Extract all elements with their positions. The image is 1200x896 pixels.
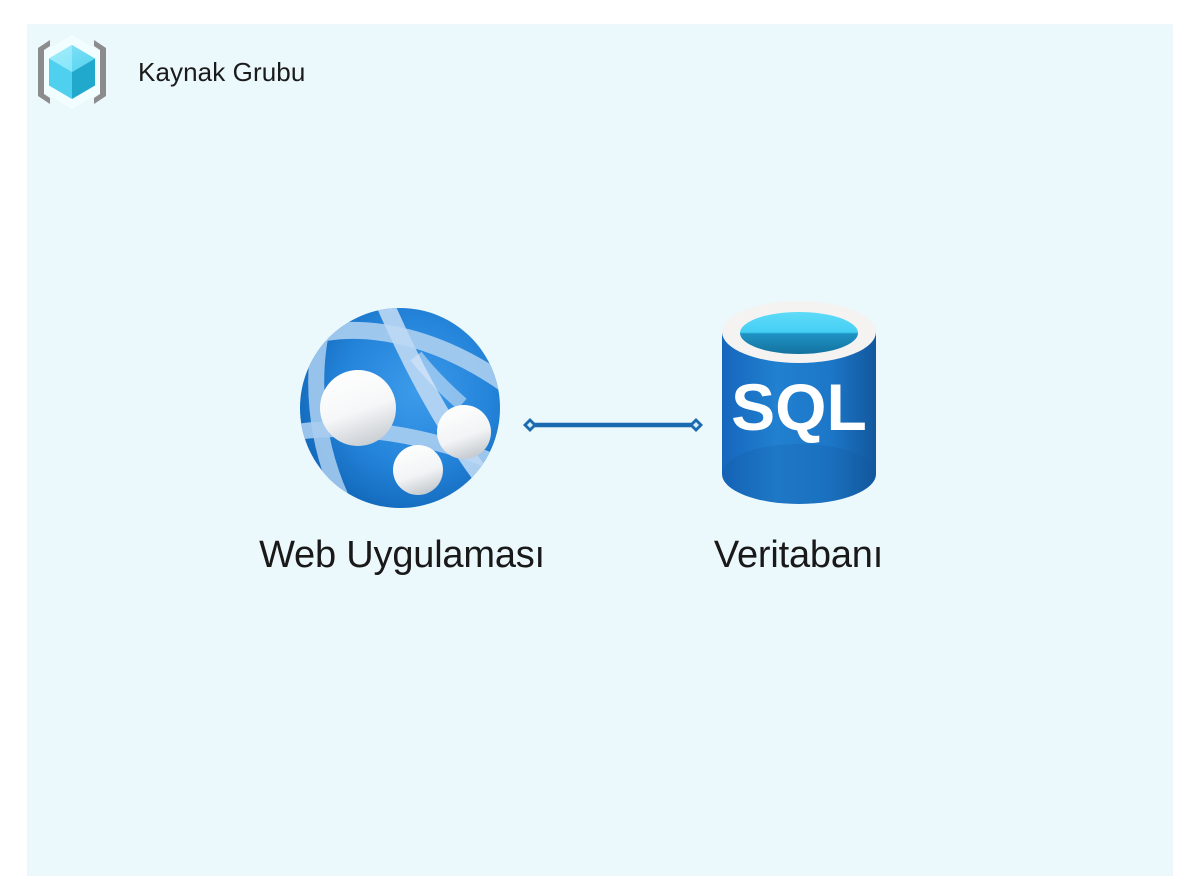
node-web-application[interactable]: Web Uygulaması (237, 304, 567, 577)
resource-group-title: Kaynak Grubu (138, 56, 306, 87)
resource-group-cube-icon (28, 28, 116, 116)
resource-group-header: Kaynak Grubu (28, 28, 305, 116)
diagram-canvas (28, 25, 1172, 875)
sql-wordmark: SQL (731, 370, 867, 444)
connector-webapp-to-database[interactable] (505, 396, 720, 454)
connector-endpoint-left (523, 418, 537, 432)
node-label-web-application: Web Uygulaması (259, 534, 545, 576)
node-database[interactable]: SQL Veritabanı (676, 296, 921, 577)
node-label-database: Veritabanı (713, 534, 884, 576)
azure-app-service-globe-icon (296, 304, 508, 512)
azure-sql-database-cylinder-icon: SQL (714, 296, 884, 512)
connector-endpoint-right (689, 418, 703, 432)
